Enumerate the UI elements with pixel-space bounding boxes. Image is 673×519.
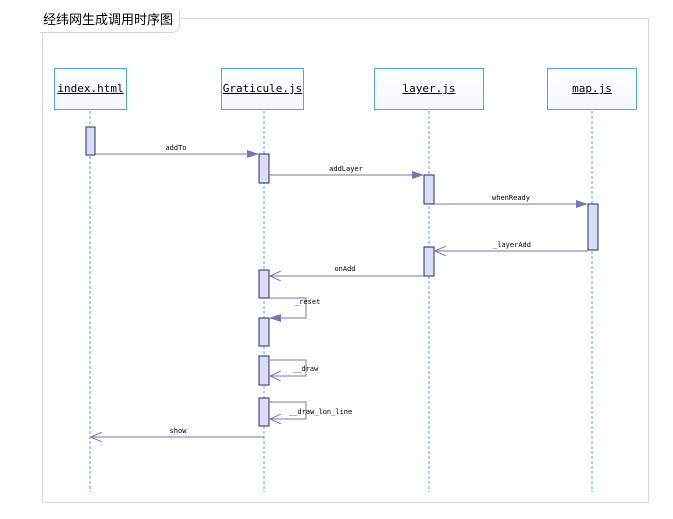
diagram-title: 经纬网生成调用时序图	[40, 10, 181, 33]
message-reset	[269, 297, 307, 322]
message-label-whenReady: whenReady	[492, 194, 530, 202]
diagram-frame	[42, 18, 649, 503]
participant-graticule[interactable]: Graticule.js	[221, 68, 304, 110]
participant-index[interactable]: index.html	[54, 68, 127, 110]
participant-label-map: map.js	[572, 82, 612, 95]
activation-layer-layerAdd	[423, 246, 435, 277]
participant-map[interactable]: map.js	[547, 68, 637, 110]
message-label-addLayer: addLayer	[329, 165, 363, 173]
participant-layer[interactable]: layer.js	[374, 68, 484, 110]
message-label-onAdd: onAdd	[334, 265, 355, 273]
activation-index	[85, 126, 96, 156]
activation-graticule-reset	[258, 317, 270, 347]
message-label-addTo: addTo	[165, 144, 186, 152]
participant-label-index: index.html	[57, 82, 124, 95]
activation-graticule-onAdd	[258, 269, 270, 299]
activation-layer-addLayer	[423, 174, 435, 205]
message-draw-lon-line	[269, 401, 307, 419]
message-label-draw: __draw	[293, 365, 319, 373]
message-label-layerAdd: _layerAdd	[493, 241, 531, 249]
message-label-reset: _reset	[295, 298, 320, 306]
activation-graticule-addTo	[258, 153, 270, 184]
participant-label-layer: layer.js	[402, 82, 456, 95]
activation-graticule-draw	[258, 355, 270, 386]
activation-map-whenReady	[587, 203, 599, 251]
participant-label-graticule: Graticule.js	[222, 82, 303, 95]
activation-graticule-draw-lon-line	[258, 397, 270, 427]
message-draw	[269, 359, 307, 376]
message-label-draw-lon-line: __draw_lon_line	[289, 408, 352, 416]
message-label-show: show	[170, 427, 188, 435]
